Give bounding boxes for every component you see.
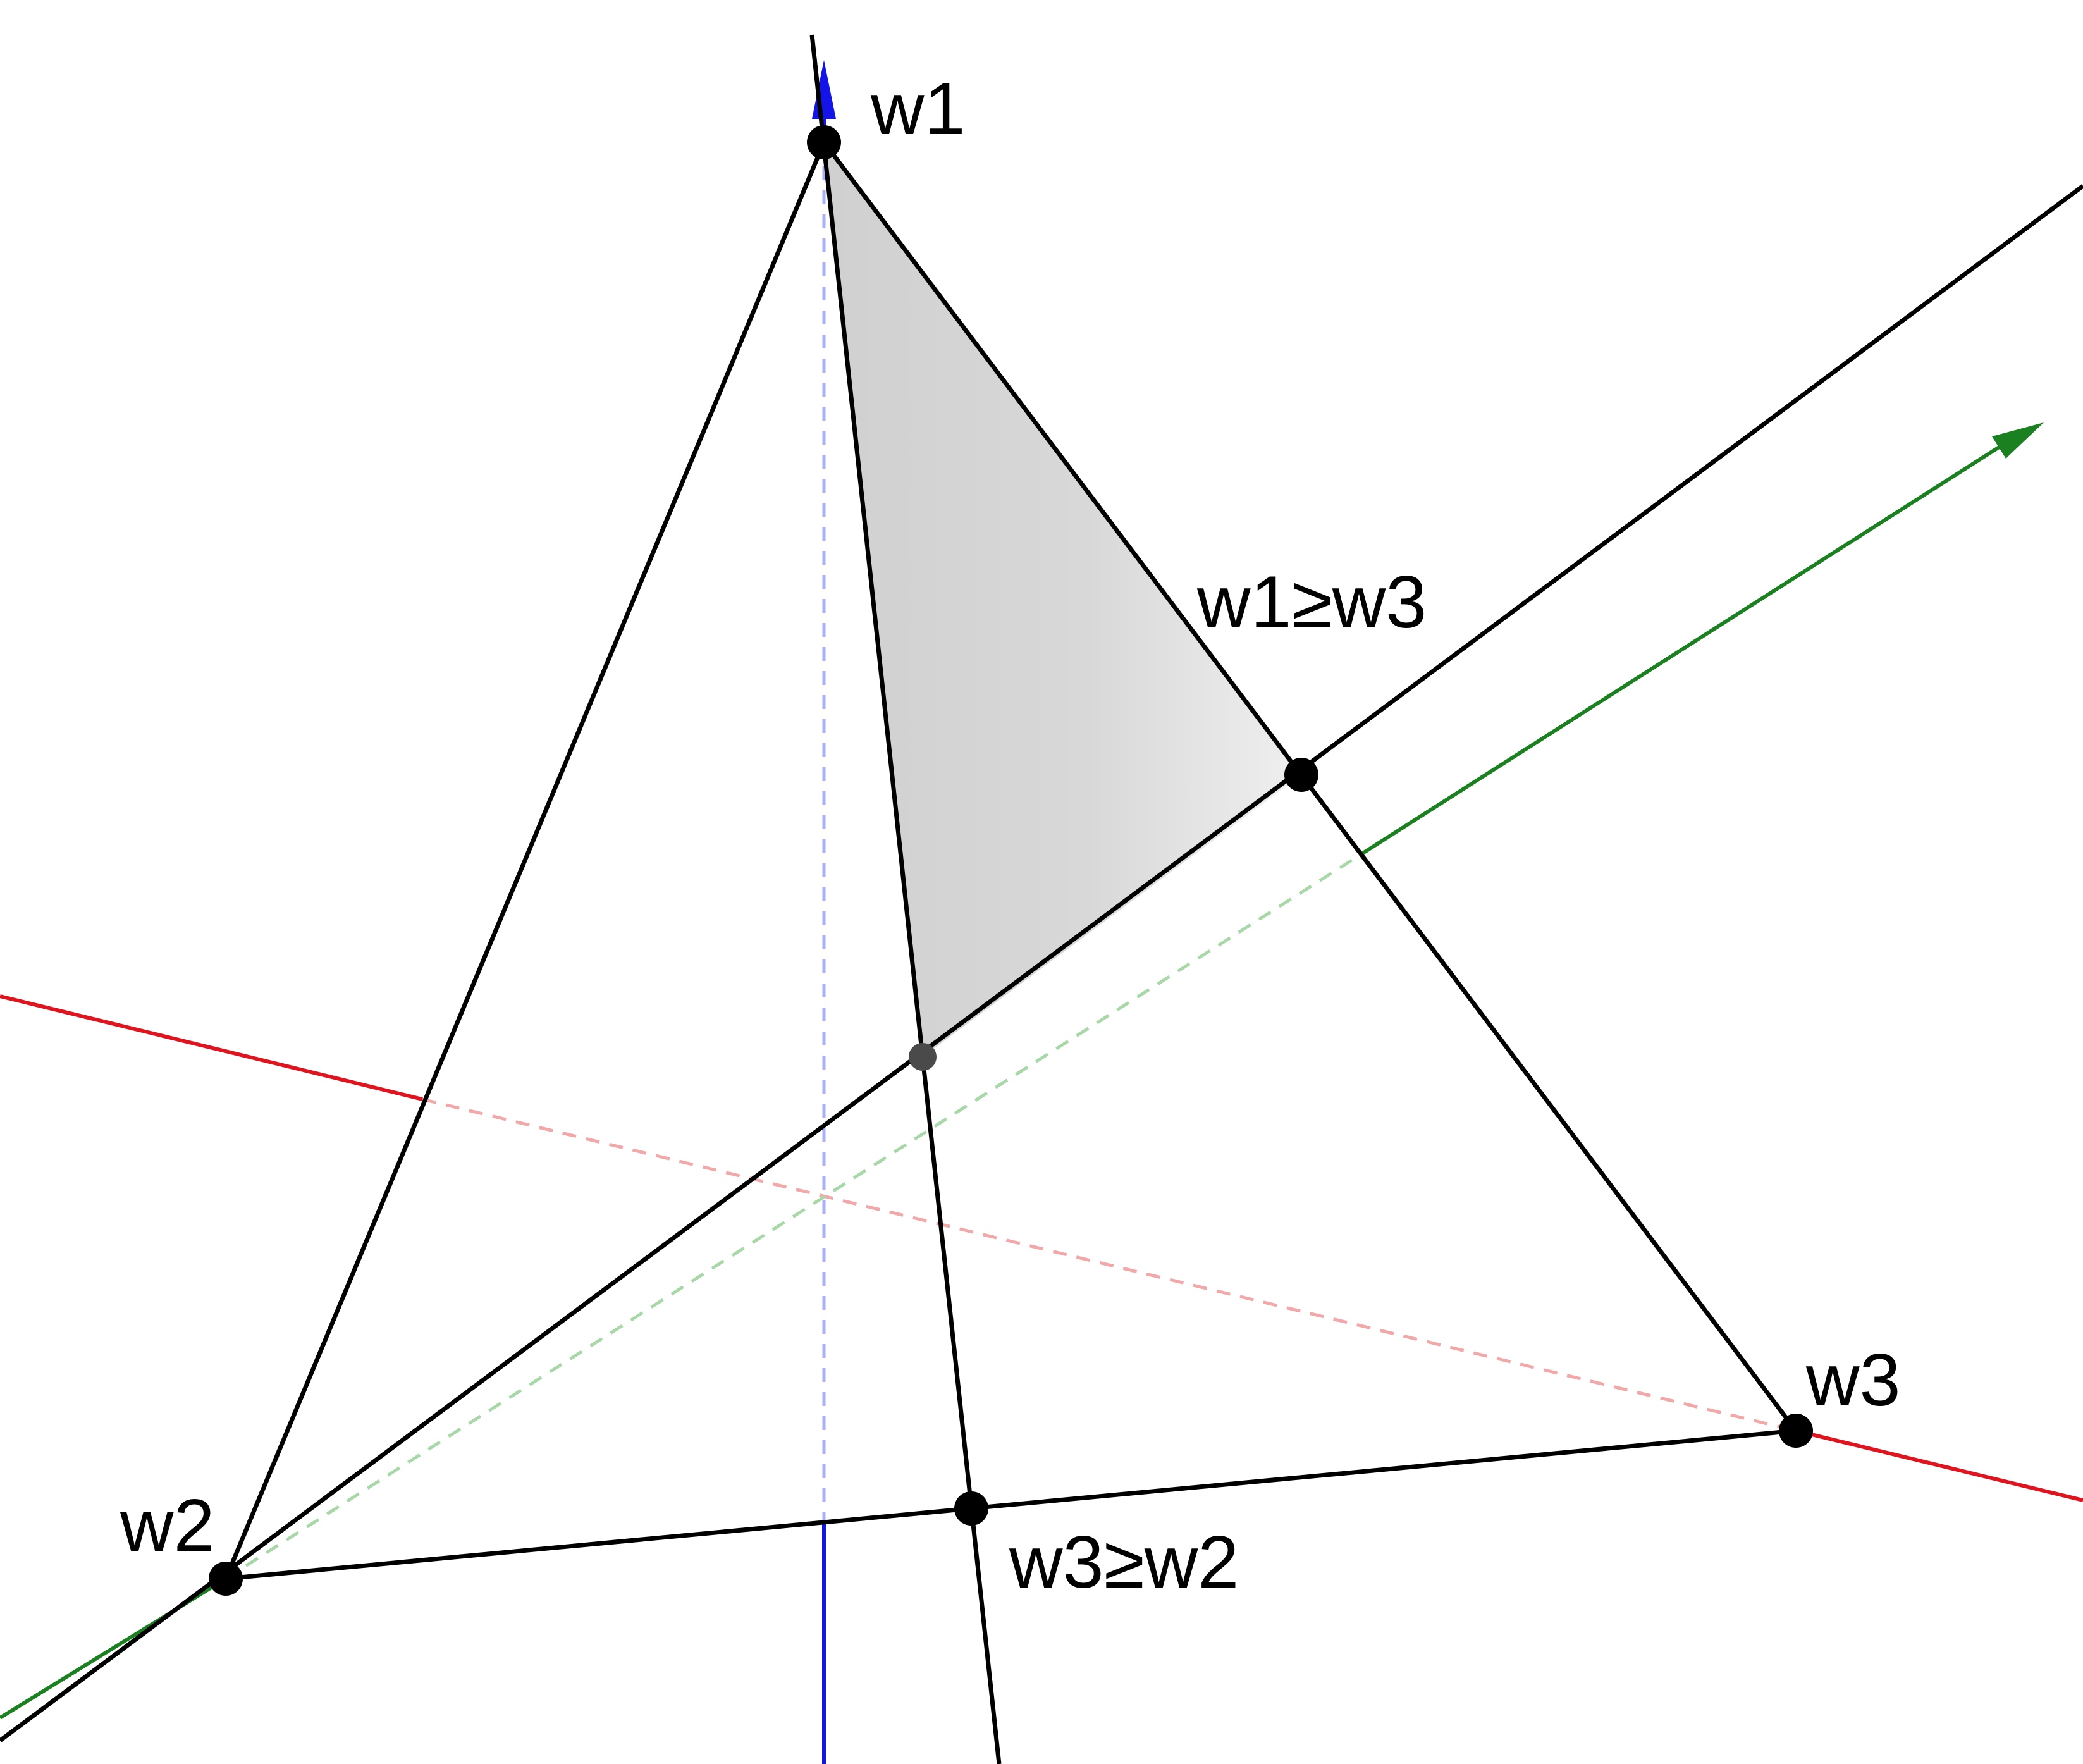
w2-axis-visible-right bbox=[1795, 1429, 2083, 1502]
point-w1-ge-w3 bbox=[1284, 758, 1318, 792]
bisector-w1-eq-w3 bbox=[0, 184, 2083, 1742]
edge-w2-w3 bbox=[225, 1428, 1797, 1581]
point-w3-ge-w2 bbox=[954, 1491, 988, 1526]
w3-axis-visible-upper bbox=[1361, 438, 2012, 855]
vertex-w2-point bbox=[209, 1562, 243, 1596]
bisector-w3-eq-w2 bbox=[809, 34, 1002, 1764]
vertex-w3-point bbox=[1779, 1414, 1813, 1448]
point-center-hidden bbox=[909, 1043, 937, 1071]
w3-axis-arrow bbox=[1992, 422, 2044, 459]
w2-axis-hidden bbox=[422, 1097, 1797, 1433]
shaded-region bbox=[824, 142, 1301, 1057]
label-w2: w2 bbox=[120, 1484, 215, 1567]
label-w1: w1 bbox=[870, 67, 966, 150]
label-w3: w3 bbox=[1805, 1338, 1901, 1421]
label-w3-ge-w2: w3≥w2 bbox=[1009, 1520, 1239, 1603]
vertex-w1-point bbox=[807, 125, 841, 159]
label-w1-ge-w3: w1≥w3 bbox=[1196, 560, 1427, 643]
edge-w1-w2 bbox=[223, 141, 826, 1580]
w3-axis-hidden bbox=[224, 851, 1364, 1581]
w2-axis-visible-left bbox=[0, 994, 423, 1101]
